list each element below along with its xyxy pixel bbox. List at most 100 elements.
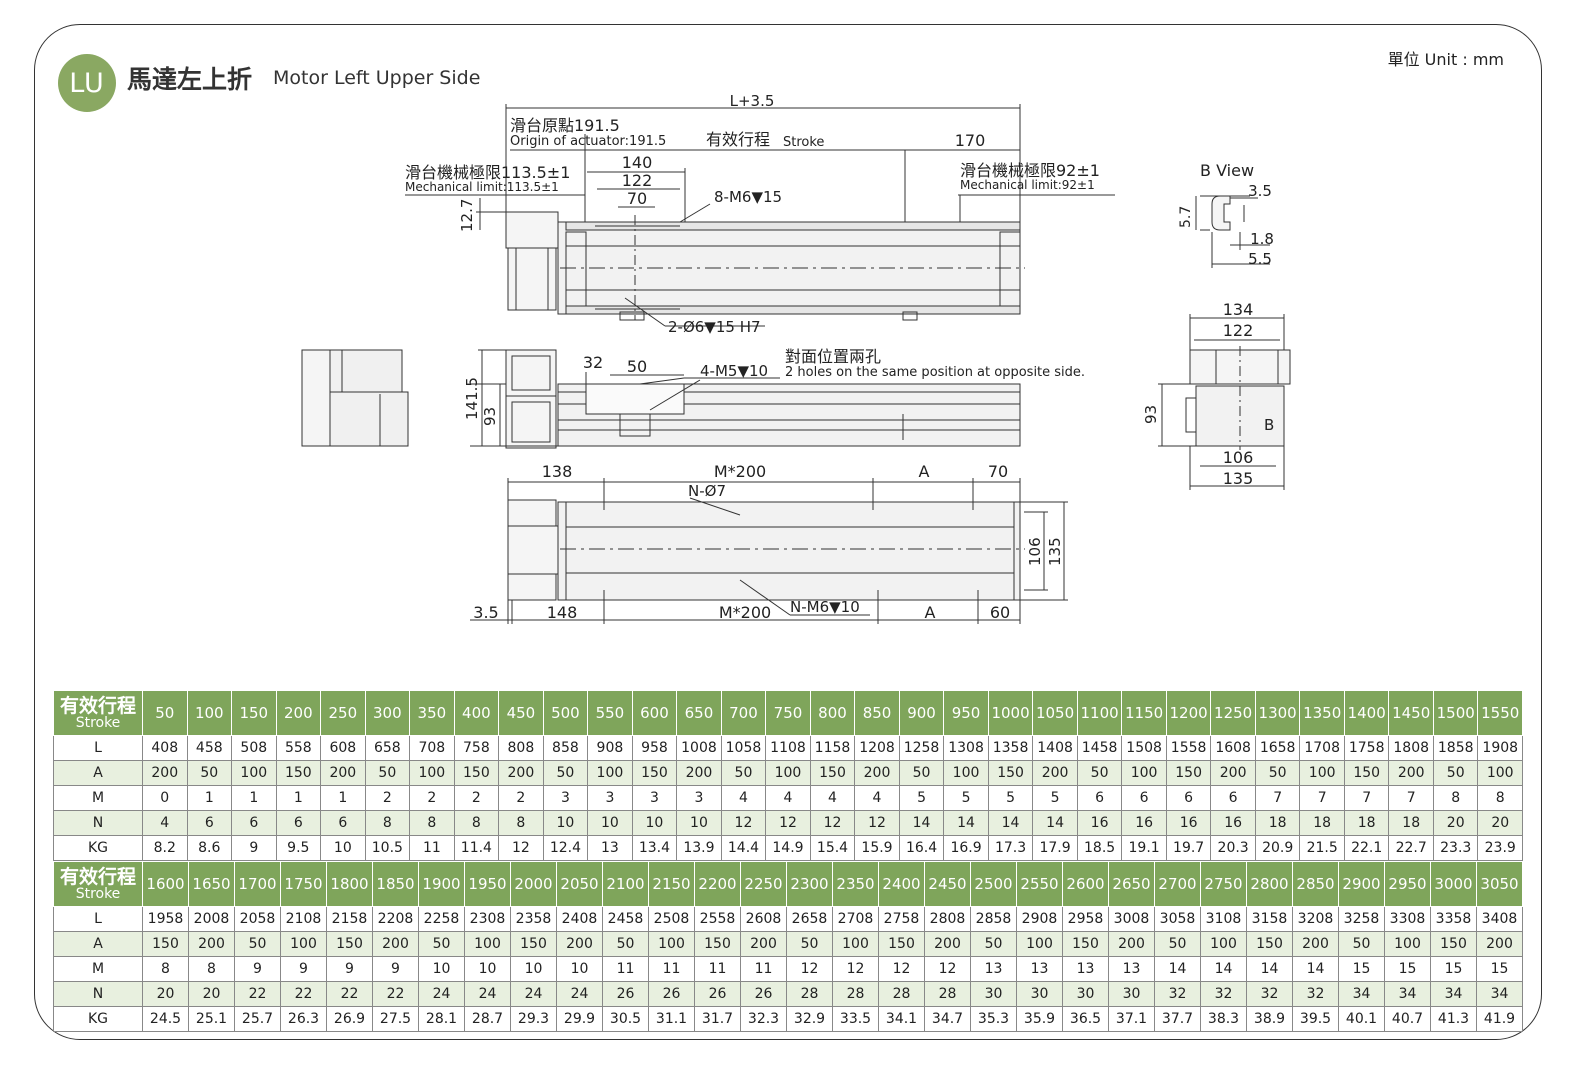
table-cell: 19.7: [1165, 835, 1212, 861]
table-cell: 150: [809, 760, 856, 786]
table-cell: 26.3: [280, 1006, 327, 1032]
table-cell: 808: [498, 735, 544, 761]
table-cell: 50: [1076, 760, 1123, 786]
table-cell: 40.1: [1338, 1006, 1385, 1032]
table-cell: 35.9: [1016, 1006, 1063, 1032]
row-label: L: [53, 735, 143, 761]
stroke-cell: 1550: [1477, 690, 1523, 736]
table-cell: 8: [498, 810, 544, 836]
table-cell: 1708: [1299, 735, 1345, 761]
table-cell: 12: [809, 810, 856, 836]
table-cell: 1358: [987, 735, 1034, 761]
table-cell: 38.3: [1200, 1006, 1247, 1032]
table-cell: 34: [1338, 981, 1385, 1007]
table-cell: 3108: [1200, 906, 1247, 932]
table-cell: 14: [1032, 810, 1078, 836]
stroke-cell: 1250: [1210, 690, 1256, 736]
table-cell: 14: [943, 810, 989, 836]
table-cell: 6: [275, 810, 322, 836]
table-cell: 100: [943, 760, 989, 786]
table-cell: 2808: [924, 906, 971, 932]
table-cell: 1808: [1388, 735, 1434, 761]
table-cell: 27.5: [372, 1006, 419, 1032]
table-cell: 150: [1343, 760, 1390, 786]
technical-drawing: L+3.5 滑台原點191.5 Origin of actuator:191.5…: [301, 92, 1291, 624]
table-cell: 22.7: [1388, 835, 1434, 861]
table-cell: 1408: [1032, 735, 1078, 761]
table-cell: 1308: [943, 735, 989, 761]
table-cell: 200: [188, 931, 235, 957]
stroke-cell: 1800: [326, 861, 373, 907]
row-label: A: [53, 931, 143, 957]
table-cell: 22: [326, 981, 373, 1007]
stroke-cell: 1300: [1254, 690, 1301, 736]
dim-12-7: 12.7: [458, 199, 476, 232]
table-cell: 2158: [326, 906, 373, 932]
table-cell: 6: [1210, 785, 1256, 811]
table-cell: 12: [832, 956, 879, 982]
stroke-cell: 2700: [1154, 861, 1201, 907]
table-cell: 100: [1200, 931, 1247, 957]
table-cell: 458: [186, 735, 233, 761]
table-cell: 14: [1200, 956, 1247, 982]
table-cell: 32.9: [786, 1006, 833, 1032]
dim-m200-bottom: M*200: [719, 603, 771, 622]
table-cell: 13: [970, 956, 1017, 982]
table-cell: 100: [1016, 931, 1063, 957]
n-holes-label: N-Ø7: [688, 482, 726, 500]
table-cell: 100: [280, 931, 327, 957]
stroke-cell: 200: [275, 690, 322, 736]
end-dim-106: 106: [1223, 448, 1254, 467]
table-cell: 2558: [694, 906, 741, 932]
table-cell: 1: [231, 785, 277, 811]
left-side-view: [301, 349, 409, 447]
table-cell: 2: [498, 785, 544, 811]
stroke-cell: 1850: [372, 861, 419, 907]
table-cell: 50: [898, 760, 945, 786]
dim-148: 148: [547, 603, 578, 622]
table-cell: 31.1: [648, 1006, 695, 1032]
table-cell: 1758: [1343, 735, 1390, 761]
table-cell: 16: [1210, 810, 1256, 836]
table-cell: 20: [188, 981, 235, 1007]
table-cell: 12: [498, 835, 544, 861]
table-cell: 6: [320, 810, 366, 836]
b-marker: B: [1264, 416, 1274, 434]
table-cell: 150: [694, 931, 741, 957]
stroke-cell: 250: [320, 690, 366, 736]
table-cell: 3208: [1292, 906, 1339, 932]
end-dim-93: 93: [1142, 405, 1160, 424]
opposite-label-zh: 對面位置兩孔: [785, 347, 881, 366]
stroke-cell: 150: [231, 690, 277, 736]
table-cell: 28.7: [464, 1006, 511, 1032]
stroke-cell: 2750: [1200, 861, 1247, 907]
table-cell: 14: [1154, 956, 1201, 982]
table-cell: 8: [364, 810, 411, 836]
table-cell: 16: [1121, 810, 1167, 836]
table-cell: 608: [320, 735, 366, 761]
table-cell: 8: [409, 810, 455, 836]
stroke-cell: 350: [409, 690, 455, 736]
stroke-cell: 3000: [1430, 861, 1477, 907]
stroke-label-en: Stroke: [783, 135, 824, 150]
table-cell: 37.7: [1154, 1006, 1201, 1032]
table-cell: 3: [542, 785, 589, 811]
table-cell: 50: [1154, 931, 1201, 957]
table-cell: 7: [1299, 785, 1345, 811]
unit-label: 單位 Unit : mm: [1387, 50, 1504, 69]
table-cell: 6: [186, 810, 233, 836]
table-cell: 34.1: [878, 1006, 925, 1032]
table-cell: 12: [924, 956, 971, 982]
table-cell: 2108: [280, 906, 327, 932]
stroke-cell: 1600: [142, 861, 189, 907]
table-cell: 100: [648, 931, 695, 957]
table-cell: 20.3: [1210, 835, 1256, 861]
table-cell: 12: [720, 810, 767, 836]
mech-left-zh: 滑台機械極限113.5±1: [405, 163, 570, 182]
table-cell: 4: [809, 785, 856, 811]
table-cell: 100: [1384, 931, 1431, 957]
